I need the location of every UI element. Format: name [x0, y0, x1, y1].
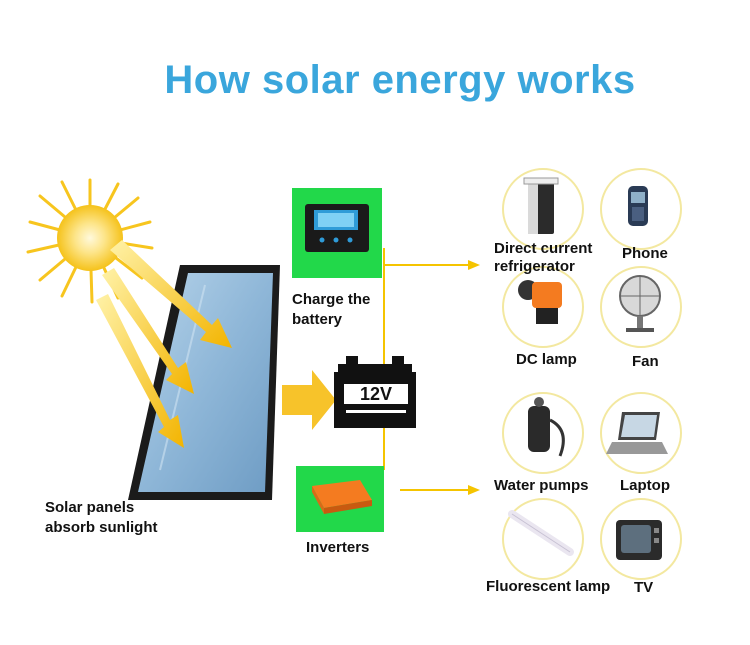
tv-icon — [616, 520, 662, 560]
battery-voltage: 12V — [359, 384, 393, 404]
solar-panel-label: Solar panels absorb sunlight — [45, 498, 158, 538]
refrigerator-label-line2: refrigerator — [494, 258, 575, 275]
solar-panel-label-line2: absorb sunlight — [45, 519, 158, 536]
water-pump-label: Water pumps — [494, 477, 589, 494]
panel-to-battery-arrow — [282, 370, 336, 430]
arrow-to-dc-devices — [468, 260, 480, 270]
inverter-label: Inverters — [306, 539, 370, 556]
solar-panel-label-line1: Solar panels — [45, 499, 135, 516]
dc-lamp-label: DC lamp — [516, 351, 577, 368]
water-pump-icon — [528, 397, 565, 457]
refrigerator-icon — [523, 177, 559, 234]
battery-icon — [334, 356, 416, 428]
phone-icon — [628, 186, 648, 226]
charge-controller-icon — [292, 188, 382, 278]
phone-label: Phone — [622, 245, 668, 262]
fan-icon — [619, 275, 661, 332]
refrigerator-label-line1: Direct current — [494, 240, 593, 257]
page-title: How solar energy works — [164, 58, 636, 102]
fluorescent-lamp-icon — [508, 510, 574, 556]
fluorescent-lamp-label: Fluorescent lamp — [486, 578, 611, 595]
inverter-icon — [296, 466, 384, 532]
arrow-to-ac-devices — [468, 485, 480, 495]
device-circle — [600, 168, 682, 250]
fan-label: Fan — [632, 353, 659, 370]
charge-controller-label-line1: Charge the — [292, 291, 371, 308]
tv-label: TV — [634, 579, 654, 596]
charge-controller-label: Charge the battery — [292, 290, 370, 330]
charge-controller-label-line2: battery — [292, 311, 343, 328]
laptop-label: Laptop — [620, 477, 670, 494]
refrigerator-label: Direct current refrigerator — [494, 240, 592, 276]
sunlight-arrows — [96, 240, 232, 448]
laptop-icon — [606, 412, 668, 454]
sun-icon — [26, 178, 154, 304]
connection-lines — [383, 248, 470, 491]
dc-lamp-icon — [518, 280, 562, 324]
